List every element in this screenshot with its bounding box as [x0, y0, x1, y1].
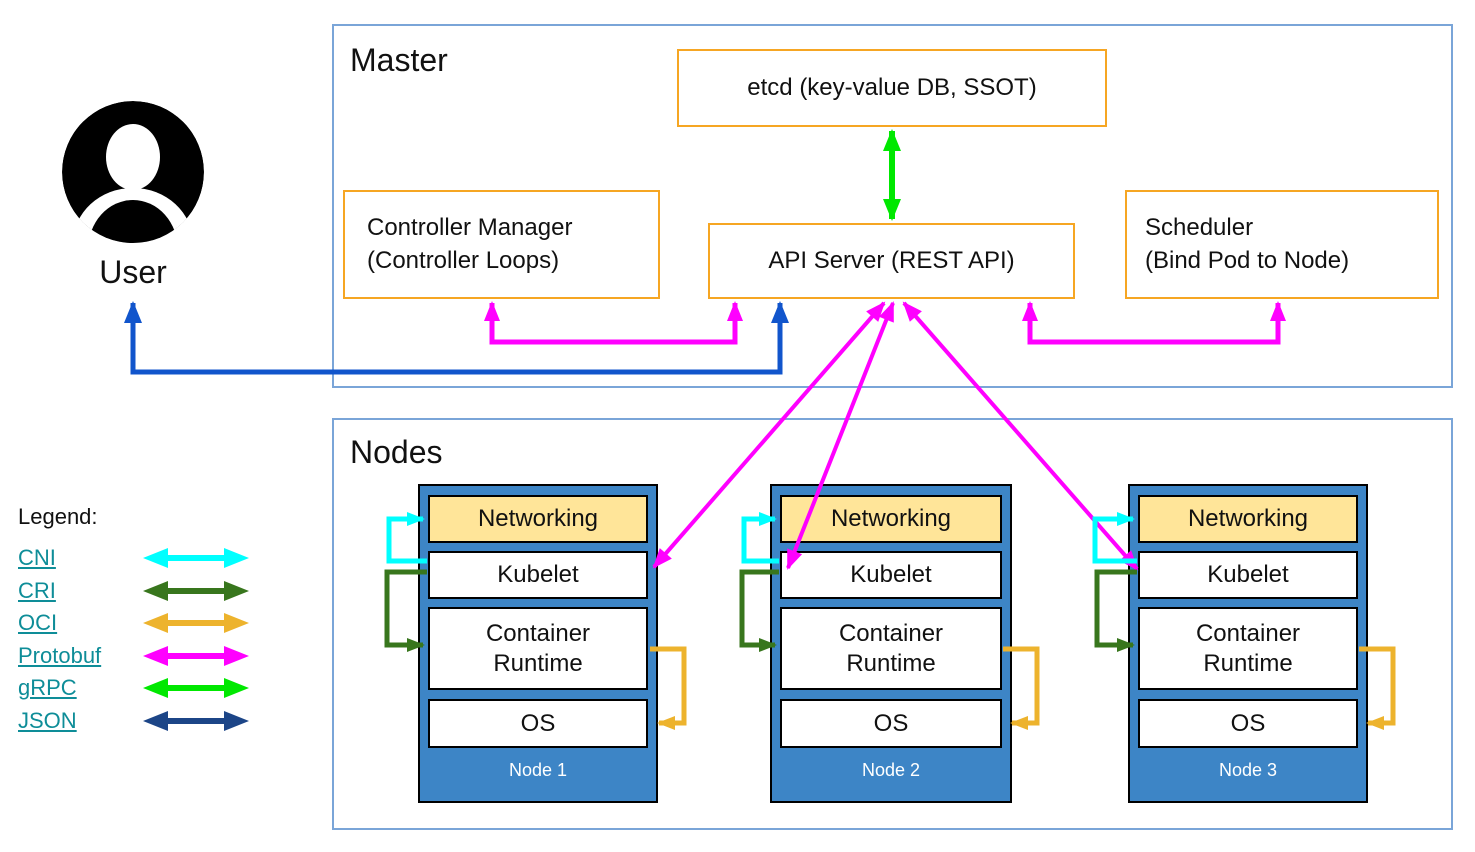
- oci-arrow-bar: [168, 620, 224, 627]
- json-arrow-bar: [168, 717, 224, 724]
- node-3-container-runtime-layer: Container Runtime: [1138, 607, 1358, 690]
- api-server-label: API Server (REST API): [768, 246, 1015, 274]
- cri-arrow-bar: [168, 587, 224, 594]
- etcd-label: etcd (key-value DB, SSOT): [747, 73, 1037, 101]
- legend-row-grpc: gRPC: [18, 672, 249, 705]
- cni-arrowhead-left: [143, 548, 168, 569]
- node-2-container-runtime-layer: Container Runtime: [780, 607, 1002, 690]
- json-arrowhead-left: [143, 710, 168, 731]
- controller-manager-label-line1: Controller Manager: [367, 214, 573, 242]
- node-2-label: Node 2: [861, 760, 921, 780]
- node-3-box: Networking Kubelet Container Runtime OS …: [1128, 484, 1368, 803]
- node-3-kubelet-layer: Kubelet: [1138, 551, 1358, 599]
- node-2-os-layer: OS: [780, 699, 1002, 748]
- legend-link-protobuf[interactable]: Protobuf: [18, 642, 102, 668]
- oci-arrowhead-right: [224, 613, 249, 634]
- cri-arrowhead-right: [224, 580, 249, 601]
- scheduler-label-line2: (Bind Pod to Node): [1145, 246, 1350, 274]
- cni-arrowhead-right: [224, 548, 249, 569]
- protobuf-arrow-swatch: [143, 645, 249, 666]
- legend-row-json: JSON: [18, 705, 249, 738]
- protobuf-arrowhead-right: [224, 645, 249, 666]
- legend-row-cni: CNI: [18, 542, 249, 575]
- cri-arrow-swatch: [143, 580, 249, 601]
- node-3-os-layer: OS: [1138, 699, 1358, 748]
- node-1-networking-layer: Networking: [428, 495, 648, 543]
- nodes-title: Nodes: [350, 434, 443, 470]
- json-arrowhead-right: [224, 710, 249, 731]
- legend-link-oci[interactable]: OCI: [18, 610, 58, 636]
- json-arrow-swatch: [143, 710, 249, 731]
- node-1-container-runtime-layer: Container Runtime: [428, 607, 648, 690]
- legend-link-cni[interactable]: CNI: [18, 545, 56, 571]
- node-1-label: Node 1: [508, 760, 568, 780]
- legend-link-grpc[interactable]: gRPC: [18, 675, 77, 701]
- legend-link-cri[interactable]: CRI: [18, 577, 56, 603]
- legend-row-protobuf: Protobuf: [18, 640, 249, 673]
- protobuf-arrowhead-left: [143, 645, 168, 666]
- oci-arrowhead-left: [143, 613, 168, 634]
- grpc-arrowhead-right: [224, 678, 249, 699]
- node-2-networking-layer: Networking: [780, 495, 1002, 543]
- node-3-label: Node 3: [1218, 760, 1278, 780]
- user-icon: [62, 101, 204, 243]
- user-label: User: [99, 254, 167, 290]
- legend-row-cri: CRI: [18, 575, 249, 608]
- node-1-box: Networking Kubelet Container Runtime OS …: [418, 484, 658, 803]
- legend-row-oci: OCI: [18, 607, 249, 640]
- node-2-box: Networking Kubelet Container Runtime OS …: [770, 484, 1012, 803]
- scheduler-label-line1: Scheduler: [1145, 214, 1254, 242]
- legend-link-json[interactable]: JSON: [18, 707, 77, 733]
- cni-arrow-swatch: [143, 548, 249, 569]
- grpc-arrowhead-left: [143, 678, 168, 699]
- legend: Legend: CNI CRI OCI: [18, 502, 249, 737]
- grpc-arrow-bar: [168, 685, 224, 692]
- controller-manager-label-line2: (Controller Loops): [367, 246, 560, 274]
- scheduler-box: Scheduler (Bind Pod to Node): [1125, 190, 1439, 299]
- master-title: Master: [350, 42, 448, 78]
- legend-title: Legend:: [18, 504, 98, 529]
- cni-arrow-bar: [168, 555, 224, 562]
- protobuf-arrow-bar: [168, 652, 224, 659]
- etcd-box: etcd (key-value DB, SSOT): [677, 49, 1107, 127]
- node-2-kubelet-layer: Kubelet: [780, 551, 1002, 599]
- api-server-box: API Server (REST API): [708, 223, 1075, 299]
- grpc-arrow-swatch: [143, 678, 249, 699]
- oci-arrow-swatch: [143, 613, 249, 634]
- node-3-networking-layer: Networking: [1138, 495, 1358, 543]
- node-1-kubelet-layer: Kubelet: [428, 551, 648, 599]
- node-1-os-layer: OS: [428, 699, 648, 748]
- controller-manager-box: Controller Manager (Controller Loops): [343, 190, 660, 299]
- cri-arrowhead-left: [143, 580, 168, 601]
